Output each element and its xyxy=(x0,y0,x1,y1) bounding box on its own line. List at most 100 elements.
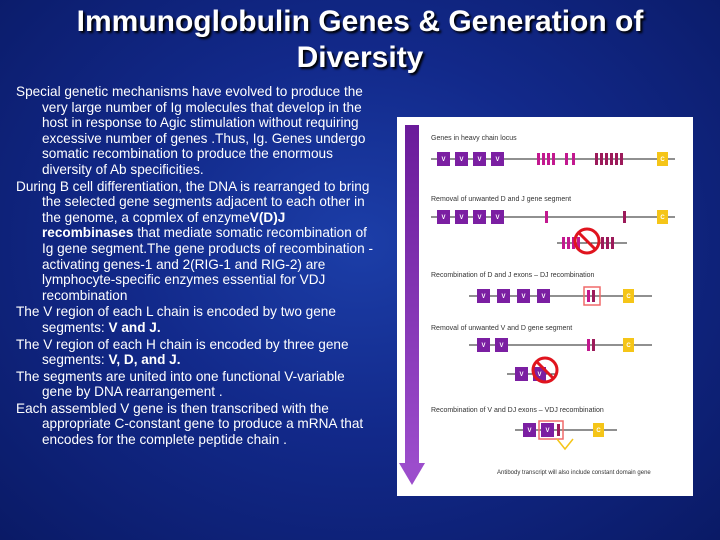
bullet-text: that mediate somatic recombination of Ig… xyxy=(42,225,373,303)
stage-label-1: Genes in heavy chain locus xyxy=(431,135,517,142)
d-segment xyxy=(567,237,570,249)
c-segment xyxy=(593,423,604,437)
bullet-text: Special genetic mechanisms have evolved … xyxy=(16,84,366,177)
join-highlight xyxy=(538,420,564,440)
c-segment-label: C xyxy=(626,343,631,349)
j-segment xyxy=(557,424,560,436)
v-segment-label: V xyxy=(477,215,481,221)
j-segment xyxy=(595,153,598,165)
bullet-item: During B cell differentiation, the DNA i… xyxy=(16,179,376,304)
j-segment xyxy=(592,339,595,351)
c-segment xyxy=(657,152,668,166)
v-segment xyxy=(491,152,504,166)
v-segment xyxy=(515,367,528,381)
c-segment-label: C xyxy=(660,215,665,221)
bullet-item: The V region of each H chain is encoded … xyxy=(16,337,376,368)
figure-footnote: Antibody transcript will also include co… xyxy=(497,470,651,476)
v-segment-label: V xyxy=(499,343,503,349)
d-segment xyxy=(542,153,545,165)
v-segment-label: V xyxy=(521,294,525,300)
vdj-recombination-figure: Genes in heavy chain locus Removal of un… xyxy=(397,117,693,496)
bullet-item: The segments are united into one functio… xyxy=(16,369,376,400)
j-segment xyxy=(600,153,603,165)
v-segment-label: V xyxy=(501,294,505,300)
v-segment-label: V xyxy=(495,215,499,221)
j-segment xyxy=(611,237,614,249)
v-segment xyxy=(537,289,550,303)
no-sign-slash xyxy=(577,231,597,251)
c-segment xyxy=(623,289,634,303)
d-segment xyxy=(587,290,590,302)
process-arrow-shaft xyxy=(405,125,419,469)
c-segment xyxy=(657,210,668,224)
c-segment-label: C xyxy=(626,294,631,300)
j-segment xyxy=(606,237,609,249)
bullet-item: The V region of each L chain is encoded … xyxy=(16,304,376,335)
d-segment xyxy=(587,339,590,351)
j-segment xyxy=(620,153,623,165)
bullet-text: The V region of each H chain is encoded … xyxy=(16,336,349,368)
v-segment-label: V xyxy=(481,294,485,300)
no-sign-icon xyxy=(531,356,559,384)
v-segment xyxy=(523,423,536,437)
v-segment xyxy=(541,423,554,437)
bullet-item: Special genetic mechanisms have evolved … xyxy=(16,84,376,178)
v-segment-label: V xyxy=(495,157,499,163)
stage-label-5: Recombination of V and DJ exons – VDJ re… xyxy=(431,407,604,414)
c-segment-label: C xyxy=(660,157,665,163)
bullet-bold-text: V(D)J recombinases xyxy=(42,209,286,241)
v-segment-label: V xyxy=(441,157,445,163)
join-highlight xyxy=(583,286,601,306)
d-segment xyxy=(565,153,568,165)
v-segment xyxy=(455,210,468,224)
v-segment-label: V xyxy=(541,294,545,300)
splice-connector xyxy=(556,438,574,451)
bullet-bold-text: V and J. xyxy=(108,319,161,335)
slide-title: Immunoglobulin Genes & Generation of Div… xyxy=(76,5,644,74)
c-segment-label: C xyxy=(596,428,601,434)
d-segment xyxy=(577,237,580,249)
bullet-text: The segments are united into one functio… xyxy=(16,368,345,400)
bullet-text: During B cell differentiation, the DNA i… xyxy=(16,178,370,225)
v-segment xyxy=(495,338,508,352)
bullet-text: The V region of each L chain is encoded … xyxy=(16,304,336,335)
v-segment xyxy=(473,210,486,224)
v-segment-label: V xyxy=(481,343,485,349)
v-segment xyxy=(477,338,490,352)
v-segment xyxy=(491,210,504,224)
v-segment-label: V xyxy=(441,215,445,221)
process-arrow-head xyxy=(399,463,425,485)
stage-label-3: Recombination of D and J exons – DJ reco… xyxy=(431,272,595,279)
v-segment xyxy=(517,289,530,303)
v-segment-label: V xyxy=(477,157,481,163)
stage-label-4: Removal of unwanted V and D gene segment xyxy=(431,325,572,332)
d-segment xyxy=(562,237,565,249)
bullet-item: Each assembled V gene is then transcribe… xyxy=(16,401,376,448)
j-segment xyxy=(605,153,608,165)
d-segment xyxy=(572,237,575,249)
v-segment xyxy=(437,152,450,166)
v-segment xyxy=(473,152,486,166)
j-segment xyxy=(615,153,618,165)
no-sign-slash xyxy=(535,360,555,380)
j-segment xyxy=(623,211,626,223)
bullet-bold-text: V, D, and J. xyxy=(108,352,181,368)
stage-label-2: Removal of unwanted D and J gene segment xyxy=(431,196,571,203)
d-segment xyxy=(572,153,575,165)
no-sign-icon xyxy=(573,227,601,255)
v-segment-label: V xyxy=(537,372,541,378)
v-segment-label: V xyxy=(459,215,463,221)
j-segment xyxy=(610,153,613,165)
v-segment-label: V xyxy=(519,372,523,378)
d-segment xyxy=(545,211,548,223)
recombination-diagram: Genes in heavy chain locus Removal of un… xyxy=(399,125,675,485)
bullet-list: Special genetic mechanisms have evolved … xyxy=(16,84,376,449)
v-segment xyxy=(455,152,468,166)
c-segment xyxy=(623,338,634,352)
j-segment xyxy=(601,237,604,249)
d-segment xyxy=(537,153,540,165)
v-segment-label: V xyxy=(459,157,463,163)
bullet-text: Each assembled V gene is then transcribe… xyxy=(16,400,364,448)
v-segment xyxy=(497,289,510,303)
